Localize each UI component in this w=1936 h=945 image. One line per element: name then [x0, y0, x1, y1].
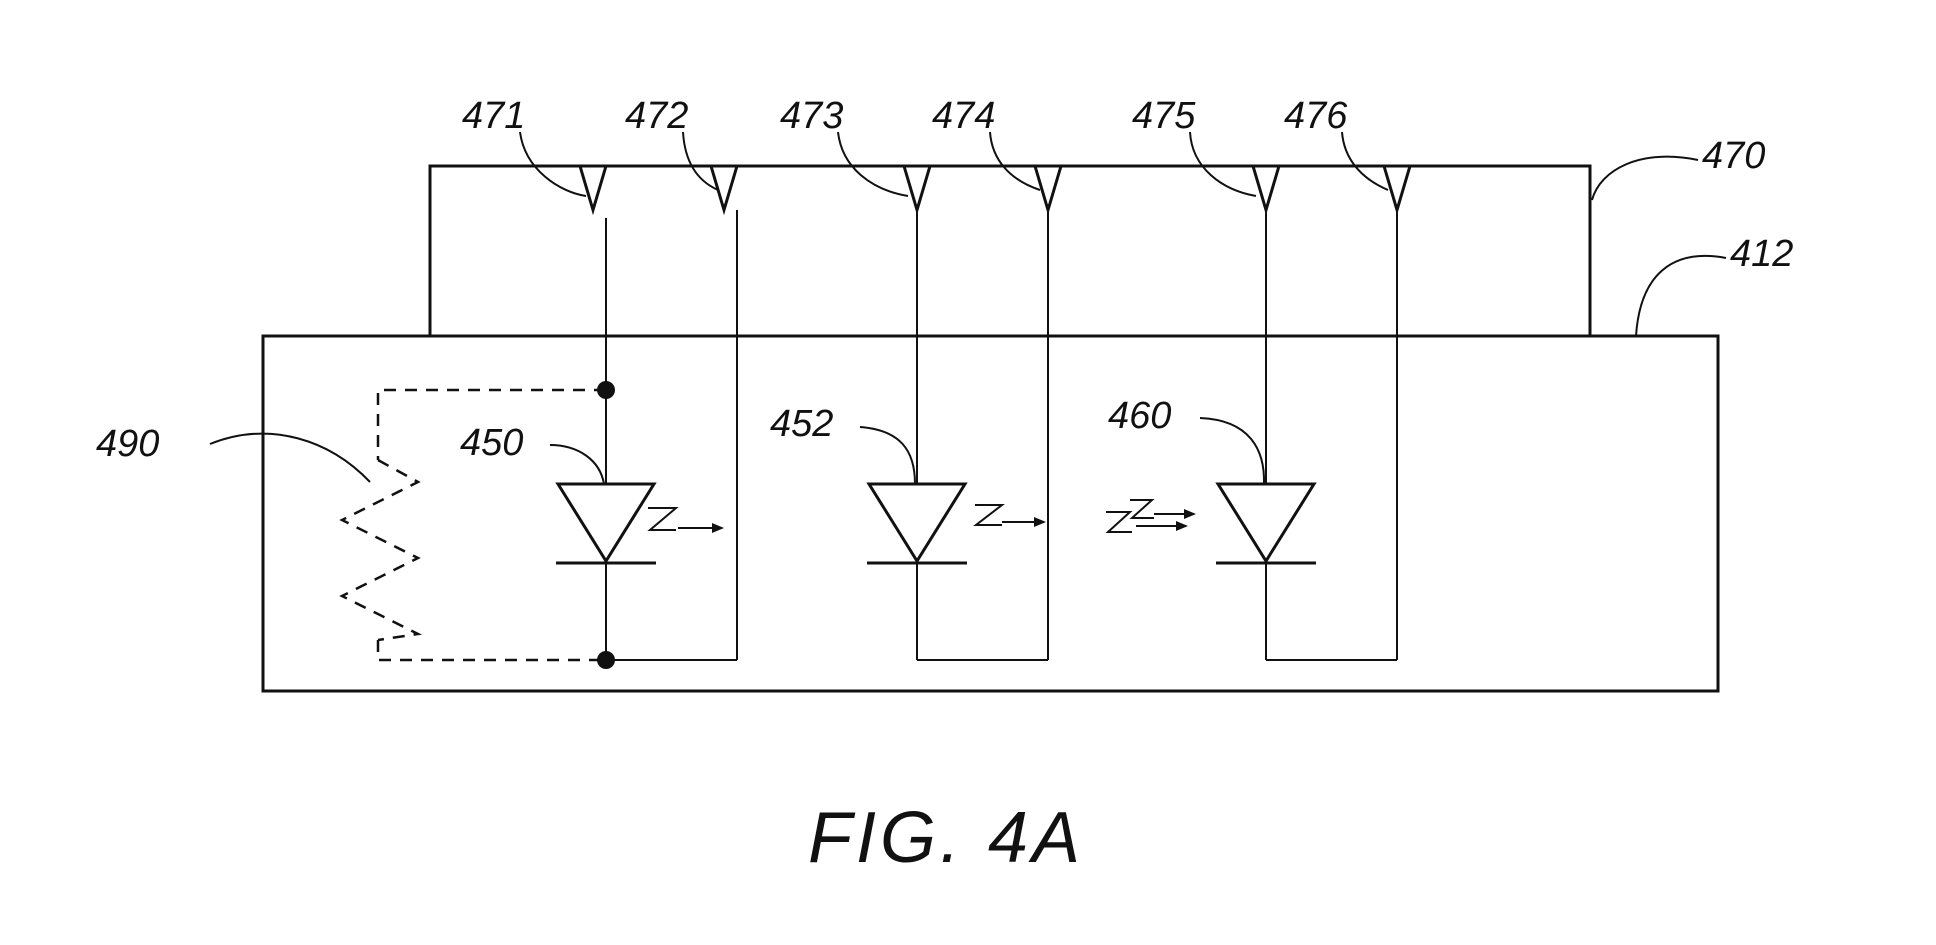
led-452 [867, 484, 1044, 563]
label-450: 450 [460, 422, 523, 464]
figure-caption: FIG. 4A [808, 798, 1084, 878]
contact-474 [1035, 166, 1061, 210]
contact-471 [580, 166, 606, 210]
label-490: 490 [96, 423, 159, 465]
label-471: 471 [462, 95, 525, 137]
contact-terminals [580, 166, 1410, 210]
label-472: 472 [625, 95, 688, 137]
leader-lines [210, 132, 1726, 484]
label-470: 470 [1702, 135, 1765, 177]
contact-476 [1384, 166, 1410, 210]
led-450 [556, 484, 722, 563]
label-476: 476 [1284, 95, 1348, 137]
contact-473 [904, 166, 930, 210]
wires [606, 210, 1397, 660]
contact-475 [1253, 166, 1279, 210]
detector-460 [1106, 484, 1316, 563]
connector-470 [430, 166, 1590, 336]
label-452: 452 [770, 403, 833, 445]
label-460: 460 [1108, 395, 1171, 437]
label-475: 475 [1132, 95, 1196, 137]
label-412: 412 [1730, 233, 1793, 275]
label-473: 473 [780, 95, 843, 137]
label-474: 474 [932, 95, 995, 137]
